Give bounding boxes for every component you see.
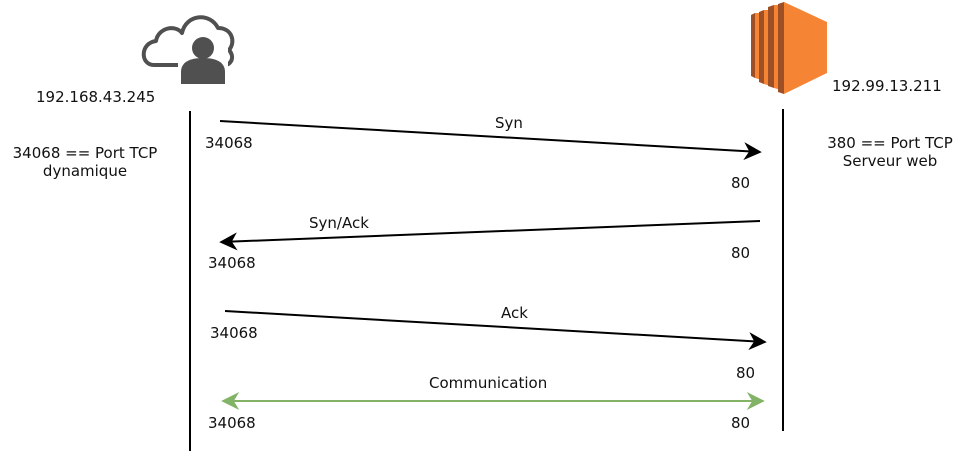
server-ip: 192.99.13.211 [832,77,942,95]
message-label: Ack [501,304,528,322]
server-port-note: 380 == Port TCP Serveur web [812,134,968,170]
client-port-note: 34068 == Port TCP dynamique [0,144,170,180]
server-port-note-line1: 380 == Port TCP [827,134,953,152]
server-port-label: 80 [731,174,751,192]
server-port-label: 80 [731,244,751,262]
message-label: Syn/Ack [309,214,369,232]
syn-ack-arrow [219,220,761,251]
client-port-note-line2: dynamique [42,162,128,180]
client-port-note-line1: 34068 == Port TCP [12,144,158,162]
message-label: Syn [495,114,523,132]
client-port-label: 34068 [205,134,253,152]
client-port-label: 34068 [208,254,256,272]
server-port-label: 80 [736,364,756,382]
client-port-label: 34068 [208,414,256,432]
server-port-label: 80 [731,414,751,432]
ack-arrow [224,310,767,351]
client-port-label: 34068 [210,324,258,342]
message-label: Communication [429,374,548,392]
server-icon [751,2,827,94]
cloud-user-icon [141,15,235,86]
client-ip: 192.168.43.245 [36,88,156,106]
syn-arrow [219,120,762,161]
server-port-note-line2: Serveur web [842,152,938,170]
